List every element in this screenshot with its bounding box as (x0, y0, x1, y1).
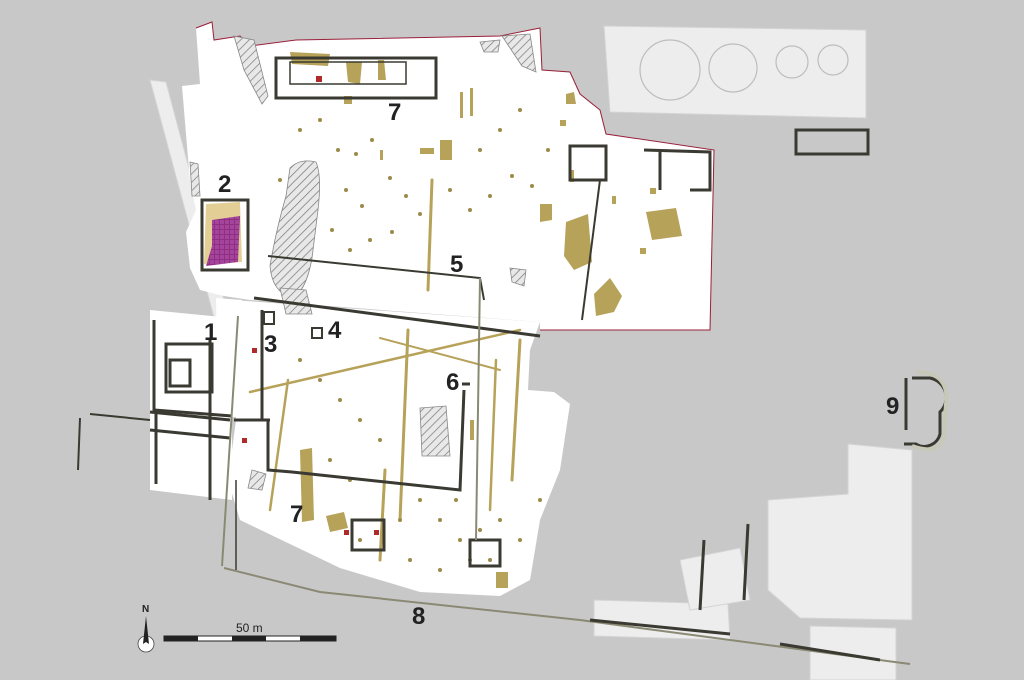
hatched-areas (189, 33, 537, 491)
survey-lines (221, 277, 911, 665)
archaeological-features (290, 52, 682, 588)
excavation-boundary (195, 21, 715, 331)
site-label-6: 6 (446, 369, 459, 396)
feature-9-enclosure (904, 376, 948, 448)
site-label-5: 5 (450, 251, 463, 278)
western-rooms (77, 320, 233, 500)
site-label-7-north: 7 (388, 99, 401, 126)
feature-9-outline (911, 370, 949, 452)
dark-survey-lines (589, 523, 881, 662)
linear-features (248, 178, 522, 562)
site-label-1: 1 (204, 319, 217, 346)
site-label-8: 8 (412, 603, 425, 630)
scale-bar-label: 50 m (236, 621, 263, 635)
postholes (278, 108, 550, 572)
north-arrow-label: N (142, 604, 149, 615)
walls (200, 56, 870, 570)
site-label-4: 4 (328, 317, 342, 344)
context-circles (639, 39, 849, 101)
site-label-9: 9 (886, 393, 899, 420)
site-label-3: 3 (264, 331, 277, 358)
north-arrow: N (137, 604, 155, 653)
scale-bar: 50 m (163, 621, 337, 642)
site-label-2: 2 (218, 171, 231, 198)
small-red-markers (242, 76, 379, 535)
site-label-7-south: 7 (290, 501, 303, 528)
mosaic-pavement (204, 202, 242, 266)
